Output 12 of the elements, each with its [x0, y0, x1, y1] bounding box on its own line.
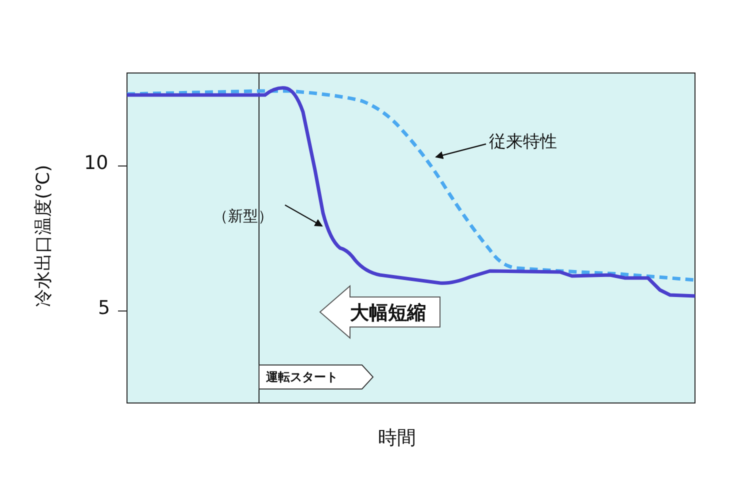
curve-label: （新型）	[213, 207, 273, 226]
tag-label: 運転スタート	[266, 369, 338, 386]
axis-title: 冷水出口温度(℃)	[32, 164, 55, 308]
axis-title: 時間	[378, 426, 416, 451]
start-tag	[258, 364, 374, 390]
axis-tick-label: 10	[84, 152, 108, 174]
left-arrow-shape	[319, 284, 440, 340]
axis-tick-label: 5	[98, 297, 110, 319]
arrow-label: 大幅短縮	[350, 301, 426, 326]
curve-label: 従来特性	[489, 130, 557, 153]
leader-line	[284, 204, 323, 227]
leader-line	[435, 143, 486, 160]
